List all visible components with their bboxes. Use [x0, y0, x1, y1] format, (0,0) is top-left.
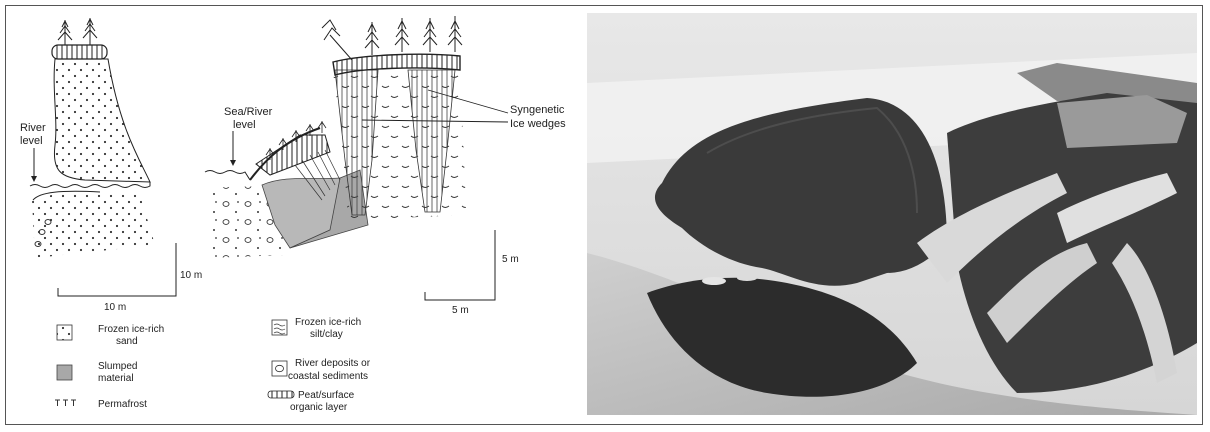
legend-label: Permafrost	[98, 399, 147, 410]
legend-item-frozen-silt-clay: Frozen ice-rich silt/clay	[272, 317, 361, 340]
sea-river-level-label-line2: level	[233, 119, 256, 131]
solid-gray-swatch-icon	[57, 365, 72, 380]
tree-icon	[58, 18, 97, 45]
legend: Frozen ice-rich sand Slumped material Pe…	[55, 317, 371, 413]
legend-label: organic layer	[290, 402, 348, 413]
legend-label: sand	[116, 336, 138, 347]
scale-right-horizontal: 5 m	[452, 305, 469, 316]
scale-left-horizontal: 10 m	[104, 302, 126, 313]
legend-label: Frozen ice-rich	[295, 317, 361, 328]
legend-label: River deposits or	[295, 358, 371, 369]
middle-section: Sea/River level	[205, 16, 566, 316]
peat-layer	[52, 45, 107, 59]
syngenetic-label-line1: Syngenetic	[510, 104, 565, 116]
legend-label: material	[98, 373, 134, 384]
riverbank-thaw-slump-photo	[587, 13, 1197, 415]
scale-left-vertical: 10 m	[180, 270, 202, 281]
legend-label: Slumped	[98, 361, 137, 372]
river-level-label-line2: level	[20, 135, 43, 147]
legend-item-permafrost: Permafrost	[55, 399, 147, 410]
syngenetic-label-line2: Ice wedges	[510, 118, 566, 130]
river-level-label-line1: River	[20, 122, 46, 134]
legend-label: Frozen ice-rich	[98, 324, 164, 335]
scale-right-vertical: 5 m	[502, 254, 519, 265]
legend-label: Peat/surface	[298, 390, 355, 401]
legend-item-frozen-sand: Frozen ice-rich sand	[57, 324, 164, 347]
sea-surface	[205, 171, 250, 181]
scale-bar-right	[425, 230, 495, 300]
hatched-bar-pattern-icon	[268, 391, 294, 398]
permafrost-symbol-icon	[55, 400, 76, 406]
legend-label: coastal sediments	[288, 371, 368, 382]
frozen-sand-lower	[32, 193, 155, 258]
legend-item-peat-layer: Peat/surface organic layer	[268, 390, 355, 413]
legend-label: silt/clay	[310, 329, 343, 340]
legend-item-slumped-material: Slumped material	[57, 361, 137, 384]
sea-river-level-label-line1: Sea/River	[224, 106, 273, 118]
legend-item-river-deposits: River deposits or coastal sediments	[272, 358, 371, 382]
frozen-sand-bank	[54, 59, 150, 182]
left-section: River level 10 m 10 m	[20, 18, 202, 313]
dots-pattern-icon	[57, 325, 72, 340]
river-surface	[30, 182, 150, 188]
tree-icon	[322, 16, 462, 60]
peat-block	[256, 135, 330, 175]
